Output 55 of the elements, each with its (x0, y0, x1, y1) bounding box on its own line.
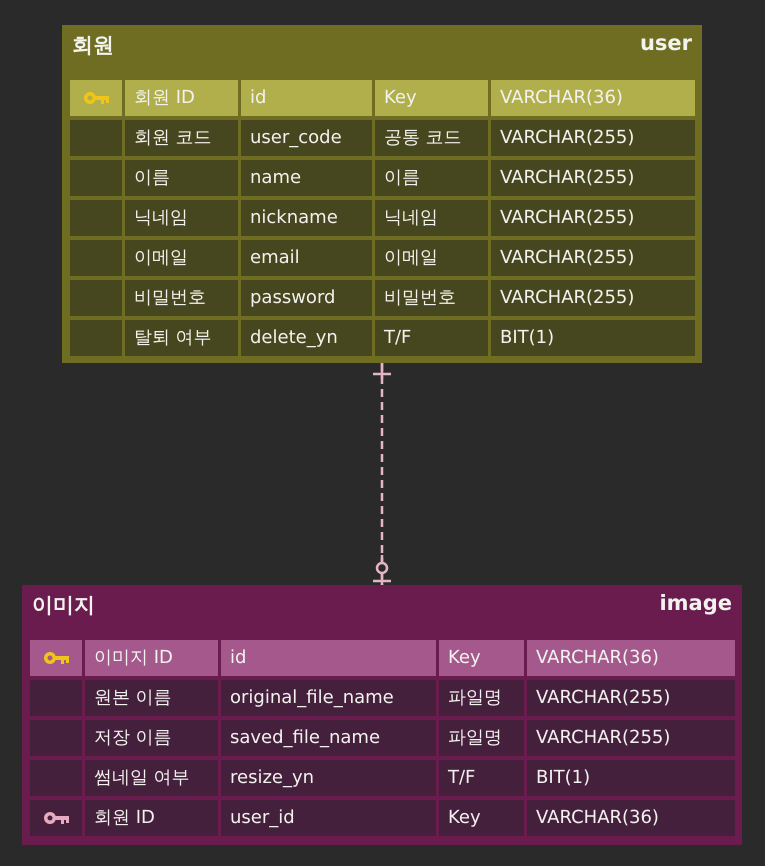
table-cell: 이메일 (125, 240, 238, 276)
table-cell: 회원 코드 (125, 120, 238, 156)
table-cell: saved_file_name (221, 720, 436, 756)
table-cell: 이름 (375, 160, 488, 196)
table-cell: 이메일 (375, 240, 488, 276)
table-cell: VARCHAR(255) (527, 720, 735, 756)
table-cell: user_code (241, 120, 372, 156)
table-cell: email (241, 240, 372, 276)
table-cell: BIT(1) (527, 760, 735, 796)
table-cell: 닉네임 (125, 200, 238, 236)
table-cell: Key (439, 800, 524, 836)
table-cell: name (241, 160, 372, 196)
table-cell: 비밀번호 (375, 280, 488, 316)
table-cell: resize_yn (221, 760, 436, 796)
table-name: image (659, 591, 732, 615)
table-cell: Key (375, 80, 488, 116)
table-cell: Key (439, 640, 524, 676)
table-cell: VARCHAR(36) (527, 640, 735, 676)
table-cell: 닉네임 (375, 200, 488, 236)
table-title: 이미지 (32, 592, 95, 619)
table-cell: 탈퇴 여부 (125, 320, 238, 356)
table-cell: 비밀번호 (125, 280, 238, 316)
table-cell: VARCHAR(255) (491, 160, 695, 196)
table-cell: VARCHAR(255) (491, 240, 695, 276)
table-cell: 공통 코드 (375, 120, 488, 156)
table-cell: VARCHAR(36) (491, 80, 695, 116)
table-cell: id (221, 640, 436, 676)
table-cell: VARCHAR(255) (527, 680, 735, 716)
table-cell: 이미지 ID (85, 640, 218, 676)
table-cell: 원본 이름 (85, 680, 218, 716)
table-cell: T/F (439, 760, 524, 796)
table-cell: VARCHAR(255) (491, 120, 695, 156)
table-card (22, 585, 742, 845)
table-cell: nickname (241, 200, 372, 236)
table-cell: 파일명 (439, 720, 524, 756)
table-cell: 회원 ID (125, 80, 238, 116)
table-cell: VARCHAR(255) (491, 200, 695, 236)
table-cell: delete_yn (241, 320, 372, 356)
table-cell: 저장 이름 (85, 720, 218, 756)
table-cell: BIT(1) (491, 320, 695, 356)
table-cell: password (241, 280, 372, 316)
relationship-line (372, 362, 392, 586)
table-cell: 썸네일 여부 (85, 760, 218, 796)
table-cell: 회원 ID (85, 800, 218, 836)
table-cell: T/F (375, 320, 488, 356)
table-cell: user_id (221, 800, 436, 836)
table-card (62, 25, 702, 363)
table-cell: VARCHAR(36) (527, 800, 735, 836)
table-cell: 이름 (125, 160, 238, 196)
table-cell: original_file_name (221, 680, 436, 716)
table-cell: id (241, 80, 372, 116)
table-name: user (640, 31, 692, 55)
table-cell: VARCHAR(255) (491, 280, 695, 316)
table-title: 회원 (72, 32, 114, 59)
table-cell: 파일명 (439, 680, 524, 716)
